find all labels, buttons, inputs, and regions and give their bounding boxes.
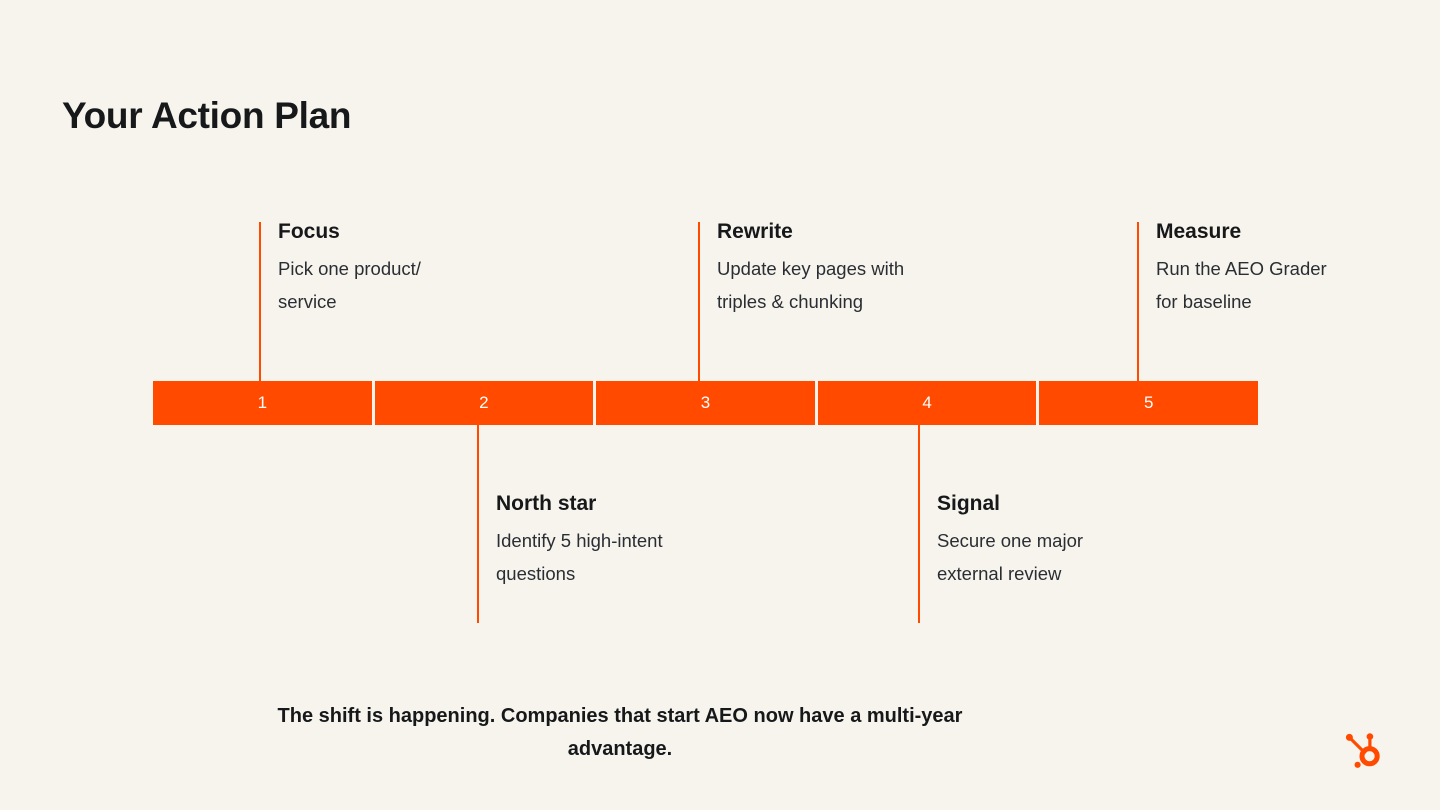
footer-statement: The shift is happening. Companies that s… xyxy=(277,705,963,760)
step-title-5: Measure xyxy=(1156,220,1242,243)
step-description-1: Pick one product/ service xyxy=(278,258,421,312)
step-block-5: Measure Run the AEO Grader for baseline xyxy=(1137,218,1337,318)
step-block-4: Signal Secure one major external review xyxy=(918,490,1133,590)
connector-line-step-3 xyxy=(698,222,700,381)
step-title-4: Signal xyxy=(937,492,1001,515)
step-title-3: Rewrite xyxy=(717,220,793,243)
step-description-5: Run the AEO Grader for baseline xyxy=(1156,258,1327,312)
timeline-segment-2[interactable]: 2 xyxy=(374,381,594,425)
hubspot-logo xyxy=(1339,727,1385,773)
hubspot-sprocket-icon xyxy=(1345,733,1380,768)
timeline-segment-label-2: 2 xyxy=(479,393,489,412)
connector-line-step-5 xyxy=(1137,222,1139,381)
step-block-2: North star Identify 5 high-intent questi… xyxy=(477,490,677,590)
timeline-segment-1[interactable]: 1 xyxy=(153,381,372,425)
step-title-2: North star xyxy=(496,492,597,515)
step-block-1: Focus Pick one product/ service xyxy=(259,218,449,318)
timeline-segment-label-5: 5 xyxy=(1143,393,1154,412)
step-description-3: Update key pages with triples & chunking xyxy=(717,258,905,312)
timeline-segment-4[interactable]: 4 xyxy=(817,381,1037,425)
timeline-segment-label-3: 3 xyxy=(700,393,711,412)
step-description-4: Secure one major external review xyxy=(937,530,1084,584)
step-block-3: Rewrite Update key pages with triples & … xyxy=(698,218,943,318)
step-description-2: Identify 5 high-intent questions xyxy=(496,530,663,584)
timeline-segment-label-1: 1 xyxy=(257,393,268,412)
connector-line-step-4 xyxy=(918,425,920,623)
step-title-1: Focus xyxy=(278,220,340,243)
timeline-bar: 1 2 3 4 5 xyxy=(153,381,1258,425)
page-title: Your Action Plan xyxy=(62,95,352,136)
timeline-segment-label-4: 4 xyxy=(922,393,932,412)
connector-line-step-2 xyxy=(477,425,479,623)
timeline-segment-3[interactable]: 3 xyxy=(596,381,815,425)
timeline-segment-5[interactable]: 5 xyxy=(1039,381,1258,425)
connector-line-step-1 xyxy=(259,222,261,381)
